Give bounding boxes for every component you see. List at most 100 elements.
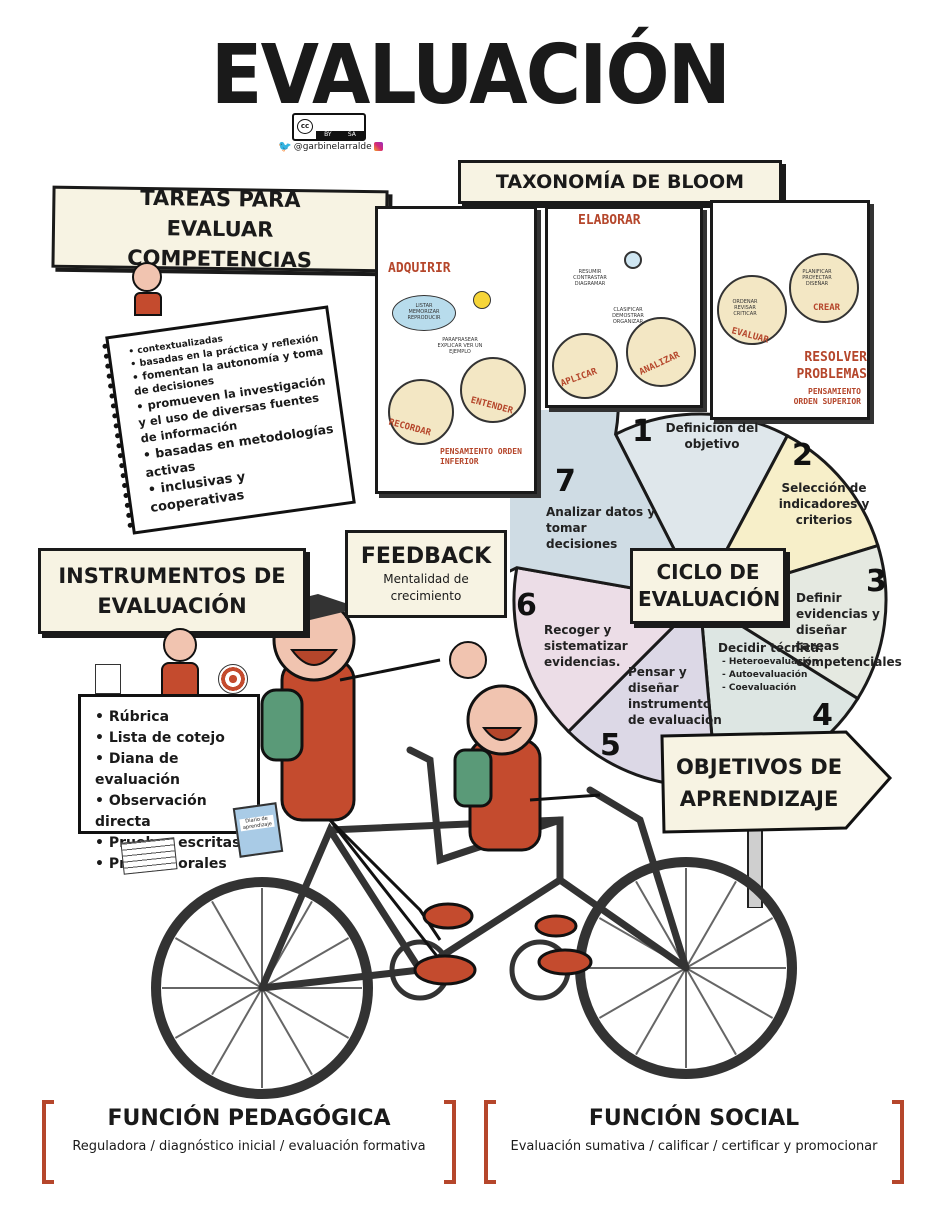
bike-frame [258,746,690,992]
student-with-pencil-figure [126,262,166,316]
bloom-heading: ELABORAR [578,213,641,228]
list-item: • Pruebas escritas [95,835,241,851]
diario-notebook: Diario de aprendizaje [232,802,284,858]
teacher-figure [155,628,205,696]
twitter-icon: 🐦 [278,140,292,153]
tareas-list: • contextualizadas • basadas en la práct… [128,320,343,518]
magnifier-icon [624,251,642,269]
wheel-spoke [261,900,313,989]
ciclo-step-text: Recoger y sistematizar evidencias. [544,623,628,669]
instrumentos-title: INSTRUMENTOS DE EVALUACIÓN [58,564,286,618]
bloom-note: ordenar revisar criticar [732,299,758,317]
wheel-spoke [211,900,263,989]
tareas-title-box: TAREAS PARA EVALUAR COMPETENCIAS [51,185,389,273]
list-item: • Observación directa [95,793,207,830]
ciclo-substep: - Autoevaluación [722,670,808,680]
planet-evaluar [717,275,787,345]
wheel-spoke [685,967,737,1056]
objetivos-title-text: OBJETIVOS DE APRENDIZAJE [675,755,843,811]
ciclo-step-number: 5 [600,728,621,763]
rear-hub [509,939,571,1001]
wheel-spoke [261,987,313,1076]
wheel-spoke [174,987,263,1039]
thought-cloud [392,295,456,331]
instrumentos-list-card: • Rúbrica • Lista de cotejo • Diana de e… [78,694,260,872]
feedback-subtitle: Mentalidad de crecimiento [383,571,469,603]
bloom-note: parafrasear explicar ver un ejemplo [437,337,483,355]
bloom-note: resumir contrastar diagramar [573,269,607,287]
ciclo-step-number: 1 [632,414,653,449]
ciclo-step-text: Analizar datos y tomar decisiones [546,505,656,551]
handle-text: @garbinelarralde [293,141,372,152]
grid-sheet-icon [120,837,178,875]
ciclo-step-number: 2 [792,438,813,473]
bracket-right-icon [892,1100,904,1184]
bloom-note: listar memorizar reproducir [407,303,441,321]
bloom-panel-elaborar: ELABORAR resumir contrastar diagramar cl… [545,206,703,408]
funcion-pedagogica: FUNCIÓN PEDAGÓGICA Reguladora / diagnóst… [42,1100,456,1184]
wheel-spoke [685,967,774,1019]
wheel-spoke [685,880,737,969]
bloom-heading: RESOLVER PROBLEMAS [796,350,867,382]
objetivos-title: OBJETIVOS DE APRENDIZAJE [664,748,854,818]
bloom-title-box: TAXONOMÍA DE BLOOM [458,160,782,204]
checklist-icon [95,664,121,694]
ciclo-step-text: Definición del objetivo [665,421,759,451]
bloom-note: planificar proyectar diseñar [802,269,832,287]
planet-entender [460,357,526,423]
wheel-spoke [598,967,687,1019]
instrumentos-title-box: INSTRUMENTOS DE EVALUACIÓN [38,548,306,634]
wheel-spoke [635,967,687,1056]
adult-rider [260,594,487,986]
planet-crear [789,253,859,323]
ciclo-substep: - Coevaluación [722,683,797,693]
lightbulb-icon [473,291,491,309]
planet-analizar [626,317,696,387]
list-item: • Lista de cotejo [95,730,225,746]
ciclo-title-box: CICLO DE EVALUACIÓN [630,548,786,624]
ciclo-step-number: 4 [812,698,833,733]
instrumentos-list: • Rúbrica • Lista de cotejo • Diana de e… [95,707,257,875]
wheel-spoke [174,937,263,989]
funcion-title: FUNCIÓN PEDAGÓGICA [107,1106,391,1131]
bloom-level: CREAR [813,303,841,313]
ciclo-step-text: Selección de indicadores y criterios [778,481,870,527]
ciclo-step-number: 6 [516,588,537,623]
wheel-spoke [635,880,687,969]
ciclo-step-text: Decidir técnica:- Heteroevaluación- Auto… [718,640,830,695]
page-title: EVALUACIÓN [210,28,731,123]
bloom-footer: PENSAMIENTO ORDEN INFERIOR [440,447,522,466]
tareas-notepad: • contextualizadas • basadas en la práct… [102,305,356,535]
funcion-title: FUNCIÓN SOCIAL [588,1106,800,1131]
funcion-text: Evaluación sumativa / calificar / certif… [510,1139,878,1154]
ciclo-step-text: Pensar y diseñar instrumento de evaluaci… [628,665,722,727]
list-item: • Diana de evaluación [95,751,180,788]
rear-wheel [151,877,373,1099]
list-item: • Rúbrica [95,709,170,725]
bracket-left-icon [484,1100,496,1184]
instagram-icon [373,142,383,151]
bloom-panel-adquirir: ADQUIRIR listar memorizar reproducir par… [375,206,537,494]
bloom-footer: PENSAMIENTO ORDEN SUPERIOR [793,387,861,406]
bloom-title: TAXONOMÍA DE BLOOM [495,171,745,193]
planet-aplicar [552,333,618,399]
by-label: BY [324,131,332,138]
ciclo-step-number: 7 [555,464,576,499]
bloom-heading: ADQUIRIR [388,261,451,276]
author-handle: 🐦 @garbinelarralde [278,140,383,153]
front-wheel [575,857,797,1079]
bracket-left-icon [42,1100,54,1184]
wheel-spoke [685,917,774,969]
feedback-title: FEEDBACK [360,543,492,569]
wheel-spoke [211,987,263,1076]
planet-recordar [388,379,454,445]
wheel-spoke [598,917,687,969]
bloom-panel-resolver: ordenar revisar criticar planificar proy… [710,200,870,420]
ciclo-substep: - Heteroevaluación [722,657,819,667]
wheel-spoke [261,987,350,1039]
target-icon [218,664,248,694]
diario-label: Diario de aprendizaje [239,814,275,832]
ciclo-title: CICLO DE EVALUACIÓN [638,560,781,611]
bracket-right-icon [444,1100,456,1184]
bloom-note: clasificar demostrar organizar [612,307,644,325]
